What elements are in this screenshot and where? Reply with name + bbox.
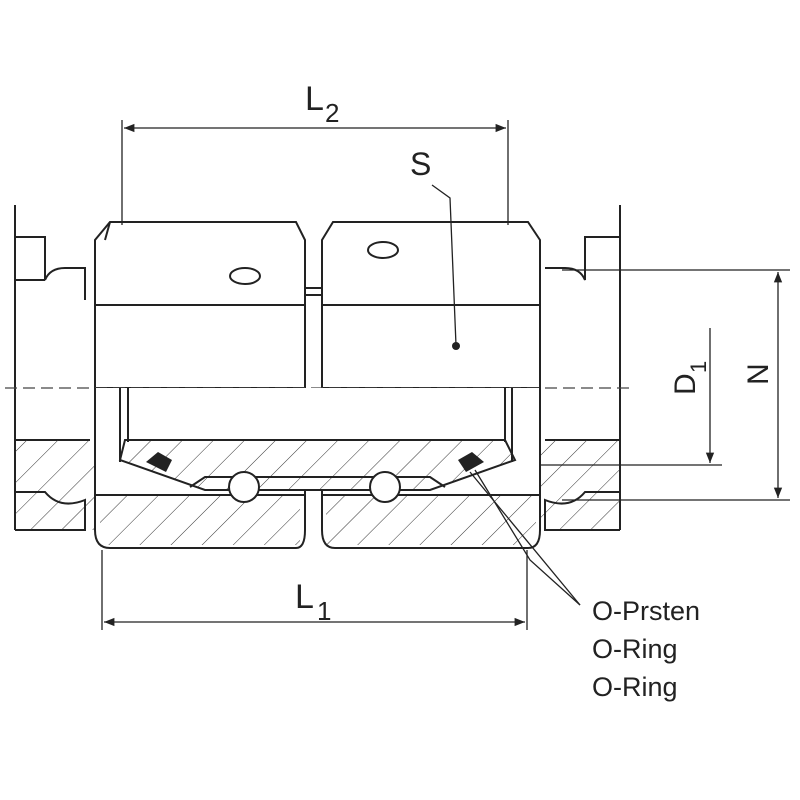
l1-label: L <box>295 578 314 616</box>
label-s: S <box>410 146 460 350</box>
d1-subscript: 1 <box>686 361 711 373</box>
o-ring-right <box>369 471 401 503</box>
s-label: S <box>410 146 431 182</box>
callout-line-3: O-Ring <box>592 672 678 702</box>
o-ring-left <box>228 471 260 503</box>
left-pipe-stub <box>14 205 95 531</box>
o-ring-callout-leaders <box>469 469 581 606</box>
nut-gap <box>305 287 322 296</box>
dimension-l2: L 2 <box>121 80 509 225</box>
dimension-d1: D 1 <box>540 328 722 466</box>
dimension-l1: L 1 <box>101 550 528 630</box>
d1-label: D <box>669 373 702 395</box>
dimension-n: N <box>562 269 790 501</box>
lower-section <box>94 388 541 549</box>
l2-label: L <box>305 80 324 118</box>
n-label: N <box>742 363 775 385</box>
o-ring-callout: O-Prsten O-Ring O-Ring <box>592 596 700 702</box>
seal-left <box>146 452 172 472</box>
right-hex-nut <box>321 221 541 389</box>
right-pipe-stub <box>540 205 621 531</box>
callout-line-2: O-Ring <box>592 634 678 664</box>
l2-subscript: 2 <box>325 98 339 128</box>
l1-subscript: 1 <box>317 596 331 626</box>
seal-right <box>458 452 484 472</box>
callout-line-1: O-Prsten <box>592 596 700 626</box>
left-hex-nut <box>94 221 306 389</box>
